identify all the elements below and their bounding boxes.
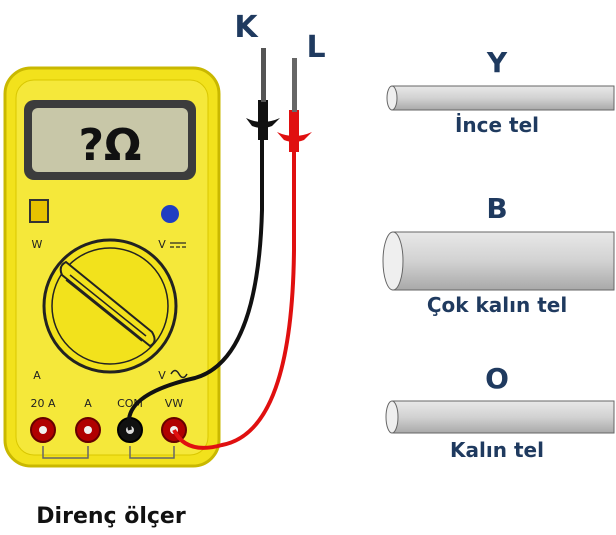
- black-probe-lead: [126, 140, 264, 431]
- ac-symbol-icon: [170, 369, 188, 379]
- jack-brackets: [42, 446, 175, 459]
- wire-b-letter: B: [486, 192, 507, 225]
- jack-a[interactable]: [75, 417, 101, 443]
- meter-display-reading: ?Ω: [79, 120, 142, 171]
- jack-label-20a: 20 A: [30, 397, 55, 410]
- meter-caption: Direnç ölçer: [36, 504, 186, 529]
- meter-power-button[interactable]: [29, 199, 49, 223]
- meter-dial-ring: [51, 247, 169, 365]
- dc-symbol-icon: [170, 242, 186, 248]
- meter-dial-knob[interactable]: [59, 260, 156, 348]
- wire-y-letter: Y: [486, 46, 508, 79]
- meter-label-w: W: [32, 238, 43, 251]
- wire-y-caption: İnce tel: [455, 113, 539, 137]
- meter-display-screen: [32, 108, 188, 172]
- black-probe[interactable]: [246, 48, 280, 140]
- meter-indicator-led: [161, 205, 179, 223]
- wire-o-letter: O: [485, 362, 509, 395]
- jack-20a[interactable]: [30, 417, 56, 443]
- wire-b-rod: [382, 231, 615, 291]
- wire-o-caption: Kalın tel: [450, 438, 544, 462]
- multimeter: ?Ω W V A V 20 A A COM VW: [3, 66, 221, 468]
- wire-b-caption: Çok kalın tel: [427, 293, 567, 317]
- meter-label-v-dc: V: [158, 238, 166, 251]
- probe-k-label: K: [234, 10, 259, 45]
- wire-o-rod: [385, 400, 615, 434]
- jack-label-a: A: [84, 397, 92, 410]
- wire-y-rod: [386, 85, 615, 111]
- red-probe-lead: [172, 150, 296, 450]
- meter-label-a: A: [33, 369, 41, 382]
- meter-label-v-ac: V: [158, 369, 166, 382]
- jack-label-vw: VW: [165, 397, 184, 410]
- probe-l-label: L: [306, 30, 325, 65]
- red-probe[interactable]: [277, 58, 312, 152]
